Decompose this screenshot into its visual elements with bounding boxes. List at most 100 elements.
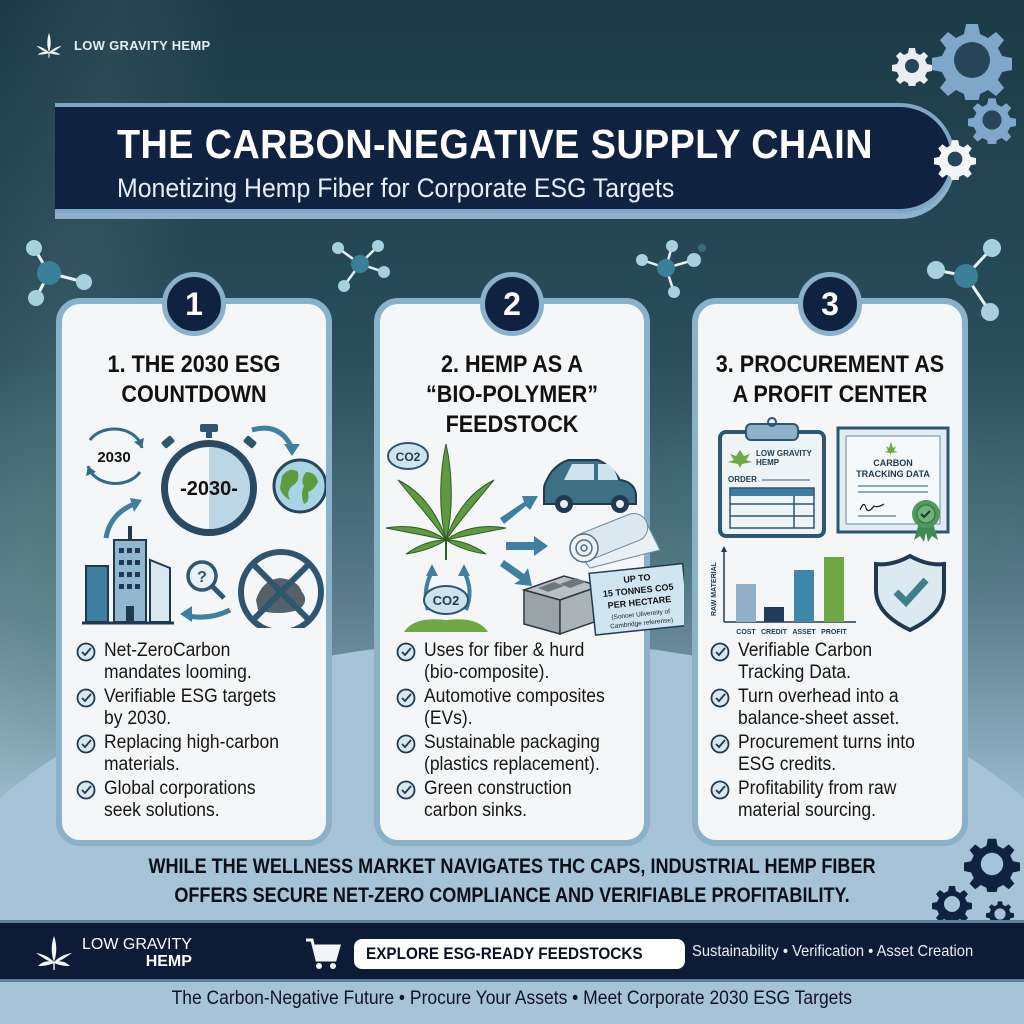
header-banner: THE CARBON-NEGATIVE SUPPLY CHAIN Monetiz… bbox=[55, 103, 955, 213]
footer-bar: LOW GRAVITY HEMP EXPLORE ESG-READY FEEDS… bbox=[0, 920, 1024, 982]
card-title: 2. HEMP AS A “BIO-POLYMER” FEEDSTOCK bbox=[425, 351, 599, 438]
footer-tags: Sustainability • Verification • Asset Cr… bbox=[692, 943, 974, 960]
explore-feedstocks-button[interactable]: EXPLORE ESG-READY FEEDSTOCKS bbox=[354, 939, 686, 969]
countdown-illustration: 2030 -2030- bbox=[82, 424, 326, 628]
svg-text:PROFIT: PROFIT bbox=[821, 629, 847, 636]
check-circle-icon bbox=[396, 688, 416, 708]
svg-text:-2030-: -2030- bbox=[180, 478, 238, 500]
svg-text:UP TO: UP TO bbox=[623, 572, 651, 585]
svg-text:CREDIT: CREDIT bbox=[761, 629, 788, 636]
check-circle-icon bbox=[76, 688, 96, 708]
shopping-cart-icon[interactable] bbox=[304, 937, 342, 971]
check-circle-icon bbox=[76, 734, 96, 754]
cycle-arrows-icon: 2030 bbox=[86, 427, 144, 485]
card-bio-polymer: 2 2. HEMP AS A “BIO-POLYMER” FEEDSTOCK C… bbox=[374, 272, 684, 846]
concrete-block-icon bbox=[521, 575, 603, 636]
list-item: Uses for fiber & hurd(bio-composite). bbox=[396, 640, 636, 684]
svg-text:CO2: CO2 bbox=[433, 593, 460, 608]
card-procurement-profit: 3 3. PROCUREMENT AS A PROFIT CENTER LOW … bbox=[692, 272, 968, 846]
check-circle-icon bbox=[710, 734, 730, 754]
check-circle-icon bbox=[396, 734, 416, 754]
check-circle-icon bbox=[76, 780, 96, 800]
chart-bar bbox=[794, 570, 814, 622]
hemp-leaf-icon bbox=[385, 443, 507, 555]
svg-text:2030: 2030 bbox=[97, 449, 130, 466]
bar-chart-icon: RAW MATERIAL COST CREDIT ASSET PROFIT bbox=[711, 546, 856, 636]
gear-icon bbox=[964, 838, 1020, 892]
svg-text:LOW GRAVITY: LOW GRAVITY bbox=[756, 449, 813, 458]
svg-text:ASSET: ASSET bbox=[792, 629, 816, 636]
clipboard-icon: LOW GRAVITY HEMP ORDER bbox=[718, 417, 826, 538]
svg-text:COST: COST bbox=[736, 629, 756, 636]
chart-bar bbox=[736, 584, 756, 622]
bottom-slogan: The Carbon-Negative Future • Procure You… bbox=[171, 988, 853, 1009]
page-subtitle: Monetizing Hemp Fiber for Corporate ESG … bbox=[117, 173, 675, 203]
molecule-icon bbox=[332, 240, 390, 292]
profit-illustration: LOW GRAVITY HEMP ORDER CARBON TRACKING D… bbox=[711, 417, 950, 636]
gear-icon bbox=[892, 48, 932, 86]
chart-bar bbox=[824, 557, 844, 622]
card-title: 3. PROCUREMENT AS A PROFIT CENTER bbox=[715, 351, 945, 408]
list-item: Sustainable packaging(plastics replaceme… bbox=[396, 732, 636, 776]
globe-icon bbox=[272, 458, 326, 514]
award-seal-icon bbox=[912, 500, 940, 542]
check-circle-icon bbox=[396, 780, 416, 800]
hemp-leaf-icon bbox=[36, 33, 62, 58]
gear-icon bbox=[932, 24, 1012, 100]
check-circle-icon bbox=[76, 642, 96, 662]
svg-text:CARBON: CARBON bbox=[873, 458, 913, 468]
gear-icon bbox=[968, 98, 1016, 144]
feedstock-illustration: CO2 CO2 bbox=[385, 442, 684, 636]
check-circle-icon bbox=[396, 642, 416, 662]
no-coal-icon bbox=[238, 549, 324, 628]
svg-text:RAW MATERIAL: RAW MATERIAL bbox=[711, 561, 718, 616]
hemp-leaf-icon bbox=[36, 936, 72, 970]
card-esg-countdown: 1 1. THE 2030 ESG COUNTDOWN 2030 -2030- bbox=[56, 272, 332, 846]
page-title: THE CARBON-NEGATIVE SUPPLY CHAIN bbox=[117, 121, 873, 167]
svg-text:ORDER: ORDER bbox=[728, 475, 757, 484]
top-brand-logo: LOW GRAVITY HEMP bbox=[34, 30, 211, 60]
svg-text:?: ? bbox=[197, 569, 207, 586]
fabric-roll-icon bbox=[569, 513, 661, 569]
step-number-badge: 2 bbox=[480, 272, 544, 336]
check-circle-icon bbox=[710, 780, 730, 800]
stopwatch-icon: -2030- bbox=[161, 424, 257, 536]
step-number-badge: 3 bbox=[798, 272, 862, 336]
gear-icon bbox=[932, 886, 972, 924]
gear-icon bbox=[934, 140, 976, 180]
list-item: Automotive composites(EVs). bbox=[396, 686, 636, 730]
card-title: 1. THE 2030 ESG COUNTDOWN bbox=[107, 351, 281, 408]
svg-text:HEMP: HEMP bbox=[756, 458, 780, 467]
chart-bar bbox=[764, 607, 784, 622]
co2-cloud-icon: CO2 bbox=[423, 585, 469, 615]
co2-cloud-icon: CO2 bbox=[387, 442, 429, 470]
carbon-capture-note: UP TO 15 TONNES CO5 PER HECTARE (Sonoer … bbox=[588, 562, 684, 636]
shield-check-icon bbox=[874, 553, 946, 633]
molecule-icon bbox=[26, 240, 92, 306]
tagline: WHILE THE WELLNESS MARKET NAVIGATES THC … bbox=[148, 855, 876, 907]
molecule-icon bbox=[927, 239, 1001, 321]
benefit-list: Uses for fiber & hurd(bio-composite). Au… bbox=[396, 640, 636, 824]
car-icon bbox=[543, 459, 637, 513]
footer-brand-logo: LOW GRAVITY HEMP bbox=[34, 933, 192, 973]
certificate-icon: CARBON TRACKING DATA bbox=[836, 426, 950, 542]
svg-text:CO2: CO2 bbox=[396, 450, 421, 464]
magnifier-question-icon: ? bbox=[186, 560, 226, 600]
svg-text:TRACKING DATA: TRACKING DATA bbox=[856, 469, 930, 479]
brand-name: LOW GRAVITY HEMP bbox=[74, 37, 211, 53]
office-buildings-icon bbox=[82, 526, 174, 625]
check-circle-icon bbox=[710, 642, 730, 662]
molecule-icon bbox=[636, 240, 706, 298]
step-number-badge: 1 bbox=[162, 272, 226, 336]
